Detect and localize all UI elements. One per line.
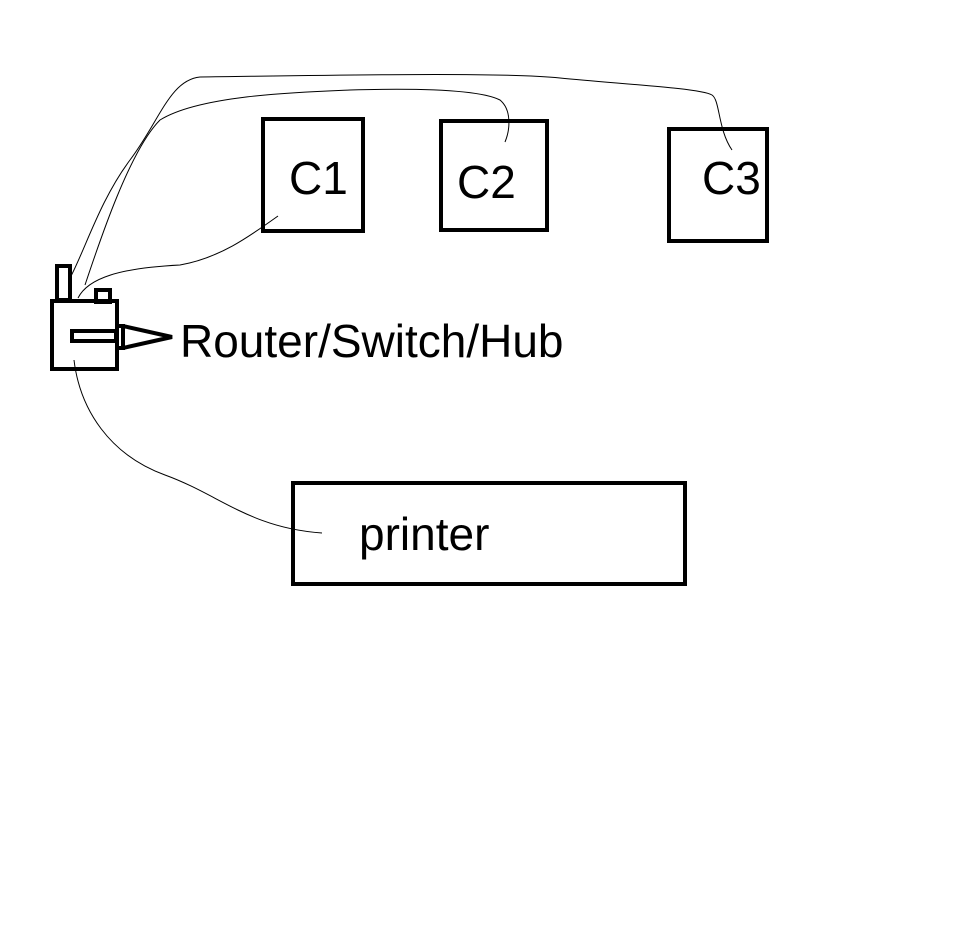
wire-router-printer	[73, 359, 323, 534]
arrow-icon	[118, 324, 173, 350]
wire-router-c3	[69, 73, 733, 279]
wire-router-c1	[77, 215, 279, 299]
wire-router-c2	[84, 88, 510, 286]
c2-box	[439, 119, 549, 232]
c3-label: C3	[702, 152, 761, 204]
router-label: Router/Switch/Hub	[180, 315, 564, 367]
c2-label: C2	[457, 156, 516, 208]
router-body	[50, 299, 119, 371]
node-printer: printer	[291, 481, 687, 586]
router-icon	[50, 264, 119, 371]
printer-box	[291, 481, 687, 586]
router-antenna-left	[55, 264, 72, 302]
node-c1: C1	[261, 117, 365, 233]
c1-label: C1	[289, 152, 348, 204]
c3-box	[667, 127, 769, 243]
node-c2: C2	[439, 119, 549, 232]
printer-label: printer	[359, 508, 489, 560]
router-port	[70, 329, 118, 343]
node-c3: C3	[667, 127, 769, 243]
c1-box	[261, 117, 365, 233]
